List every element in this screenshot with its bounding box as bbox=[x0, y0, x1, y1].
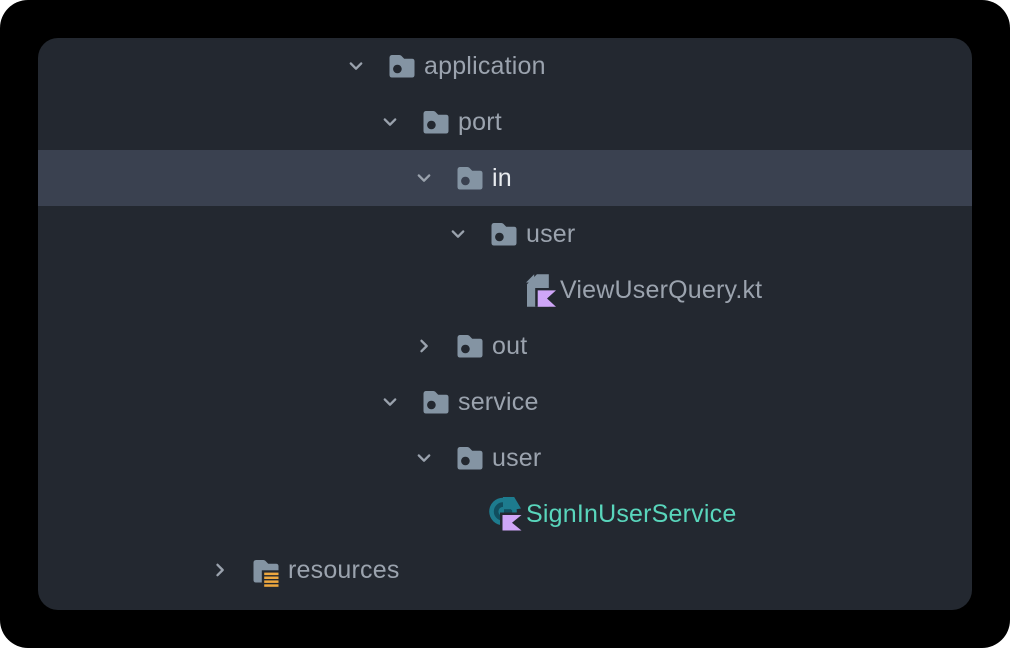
chevron-down-icon[interactable] bbox=[381, 393, 399, 411]
tree-row-signinuserservice[interactable]: SignInUserService bbox=[38, 486, 972, 542]
chevron-down-icon[interactable] bbox=[449, 225, 467, 243]
tree-row-application[interactable]: application bbox=[38, 38, 972, 94]
folder-icon bbox=[455, 332, 483, 360]
chevron-right-icon[interactable] bbox=[415, 337, 433, 355]
tree-row-user-service[interactable]: user bbox=[38, 430, 972, 486]
chevron-spacer bbox=[483, 281, 501, 299]
tree-item-label: application bbox=[424, 51, 546, 80]
tree-item-label: in bbox=[492, 163, 512, 192]
tree-item-label: user bbox=[492, 443, 542, 472]
tree-row-service[interactable]: service bbox=[38, 374, 972, 430]
tree-row-user-port[interactable]: user bbox=[38, 206, 972, 262]
tree-item-label: port bbox=[458, 107, 502, 136]
tree-item-label: SignInUserService bbox=[526, 499, 737, 528]
chevron-right-icon[interactable] bbox=[211, 561, 229, 579]
chevron-down-icon[interactable] bbox=[347, 57, 365, 75]
tree-row-port[interactable]: port bbox=[38, 94, 972, 150]
project-tree: application port in user ViewUserQue bbox=[38, 38, 972, 598]
tree-row-out[interactable]: out bbox=[38, 318, 972, 374]
kotlin-file-icon bbox=[523, 272, 556, 309]
tree-item-label: user bbox=[526, 219, 576, 248]
chevron-down-icon[interactable] bbox=[415, 169, 433, 187]
folder-icon bbox=[455, 444, 483, 472]
tree-item-label: resources bbox=[288, 555, 400, 584]
project-tree-panel: application port in user ViewUserQue bbox=[38, 38, 972, 610]
tree-item-label: service bbox=[458, 387, 539, 416]
tree-item-label: ViewUserQuery.kt bbox=[560, 275, 763, 304]
kotlin-class-icon bbox=[489, 497, 522, 531]
folder-icon bbox=[421, 388, 449, 416]
tree-row-resources[interactable]: resources bbox=[38, 542, 972, 598]
resources-folder-icon bbox=[251, 553, 279, 588]
folder-icon bbox=[489, 220, 517, 248]
folder-icon bbox=[455, 164, 483, 192]
chevron-down-icon[interactable] bbox=[381, 113, 399, 131]
folder-icon bbox=[387, 52, 415, 80]
folder-icon bbox=[421, 108, 449, 136]
tree-row-in-selected[interactable]: in bbox=[38, 150, 972, 206]
chevron-spacer bbox=[449, 505, 467, 523]
tree-row-viewuserquery[interactable]: ViewUserQuery.kt bbox=[38, 262, 972, 318]
chevron-down-icon[interactable] bbox=[415, 449, 433, 467]
tree-item-label: out bbox=[492, 331, 528, 360]
